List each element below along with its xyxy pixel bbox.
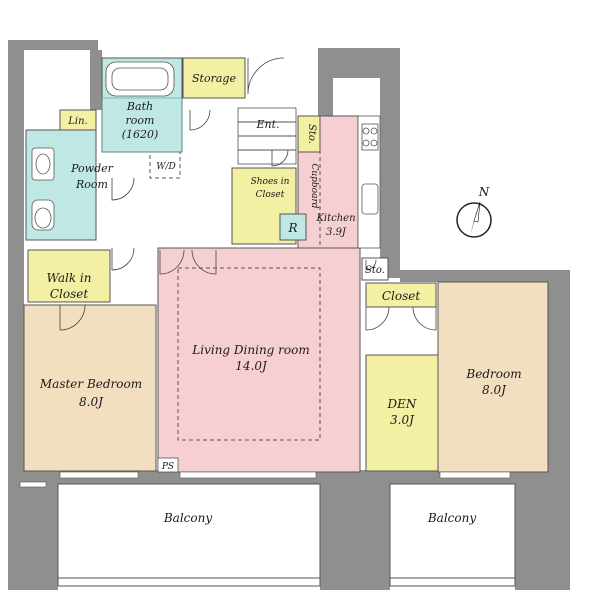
label-closet: Closet (382, 289, 421, 303)
wall-top-right-left (318, 70, 333, 118)
closet-door-right (412, 306, 437, 331)
living-storage (361, 257, 389, 281)
wall-left (8, 48, 24, 478)
den (365, 354, 439, 472)
master-bedroom (23, 304, 157, 472)
label-bath-1: Bath (126, 100, 153, 113)
label-master-1: Master Bedroom (39, 377, 142, 391)
shoe-closet-door (271, 149, 289, 167)
balcony-wall-center (320, 480, 390, 590)
powder-fixtures (31, 147, 55, 231)
label-kitchen-1: Kitchen (315, 213, 355, 224)
powder-door (111, 177, 135, 201)
wall-right-upper (380, 48, 400, 278)
label-storage: Storage (192, 72, 236, 85)
label-living-2: 14.0J (235, 359, 268, 373)
label-walkin-1: Walk in (47, 271, 92, 285)
living-door-left (159, 249, 185, 275)
sto-door (365, 259, 377, 271)
label-powder-2: Room (75, 178, 108, 191)
windows (59, 471, 511, 479)
storage-door (189, 109, 211, 131)
storage (182, 57, 246, 99)
refrigerator (279, 213, 307, 241)
master-door (111, 247, 135, 271)
basin-bowl (35, 153, 51, 175)
kitchen-sink (361, 183, 379, 215)
balcony-left (57, 483, 321, 587)
label-living-1: Living Dining room (191, 343, 309, 357)
label-den-1: DEN (387, 397, 417, 411)
doors (59, 57, 437, 331)
label-shoes-2: Closet (256, 190, 285, 200)
compass-north-label: N (478, 185, 490, 199)
kitchen-fixtures (279, 115, 381, 249)
bath-floor (101, 97, 183, 153)
label-master-2: 8.0J (79, 395, 104, 409)
living-dining-room (157, 247, 361, 473)
label-bedroom-1: Bedroom (465, 367, 521, 381)
bath-tiles (101, 61, 183, 153)
label-balcony-right: Balcony (427, 511, 476, 525)
entrance-steps (237, 107, 297, 165)
balcony-right (389, 483, 516, 587)
living-door-right (191, 249, 217, 275)
balcony-wall-left (8, 480, 58, 590)
walk-in-closet (27, 249, 111, 303)
burner (370, 139, 378, 147)
wall-inner-top (90, 50, 102, 110)
label-den-2: 3.0J (390, 413, 415, 427)
wall-right-top (400, 270, 570, 282)
compass: N (456, 185, 492, 238)
living-ceiling-outline (177, 267, 321, 441)
kitchen-storage (297, 115, 321, 153)
pipe-space (157, 457, 179, 473)
window-master (59, 471, 139, 479)
bathtub-inner (111, 67, 169, 91)
label-bath-2: room (126, 114, 155, 127)
label-balcony-left: Balcony (163, 511, 212, 525)
label-sto-living: Sto. (365, 265, 385, 276)
balcony-wall-right (515, 480, 570, 590)
burner (362, 127, 370, 135)
wall-top-left (8, 40, 98, 50)
window-bedroom (439, 471, 511, 479)
label-sto-kitchen: Sto. (306, 124, 317, 144)
front-door (247, 57, 285, 95)
toilet-bowl (34, 207, 52, 229)
label-kitchen-2: 3.9J (326, 227, 347, 238)
wall-vent (19, 481, 47, 488)
label-shoes-1: Shoes in (251, 177, 290, 187)
burner (362, 139, 370, 147)
balconies (57, 483, 516, 587)
label-ps: PS (161, 462, 174, 472)
label-refrigerator: R (287, 221, 297, 235)
label-cupboard: Cupboard (309, 163, 319, 208)
label-bath-3: (1620) (122, 128, 159, 141)
label-powder-1: Powder (70, 162, 114, 175)
room-labels: Storage Bath room (1620) Lin. Ent. Sto. … (39, 72, 522, 525)
label-walkin-2: Closet (50, 287, 89, 301)
label-wd: W/D (156, 162, 176, 172)
label-lin: Lin. (67, 116, 87, 127)
label-ent: Ent. (255, 118, 279, 131)
window-living (179, 471, 317, 479)
closet (365, 282, 437, 308)
closet-door-left (365, 306, 390, 331)
walkin-door (59, 304, 86, 331)
label-bedroom-2: 8.0J (482, 383, 507, 397)
wall-right (548, 270, 570, 480)
cooktop (361, 123, 379, 151)
compass-ring (456, 202, 492, 238)
burner (370, 127, 378, 135)
